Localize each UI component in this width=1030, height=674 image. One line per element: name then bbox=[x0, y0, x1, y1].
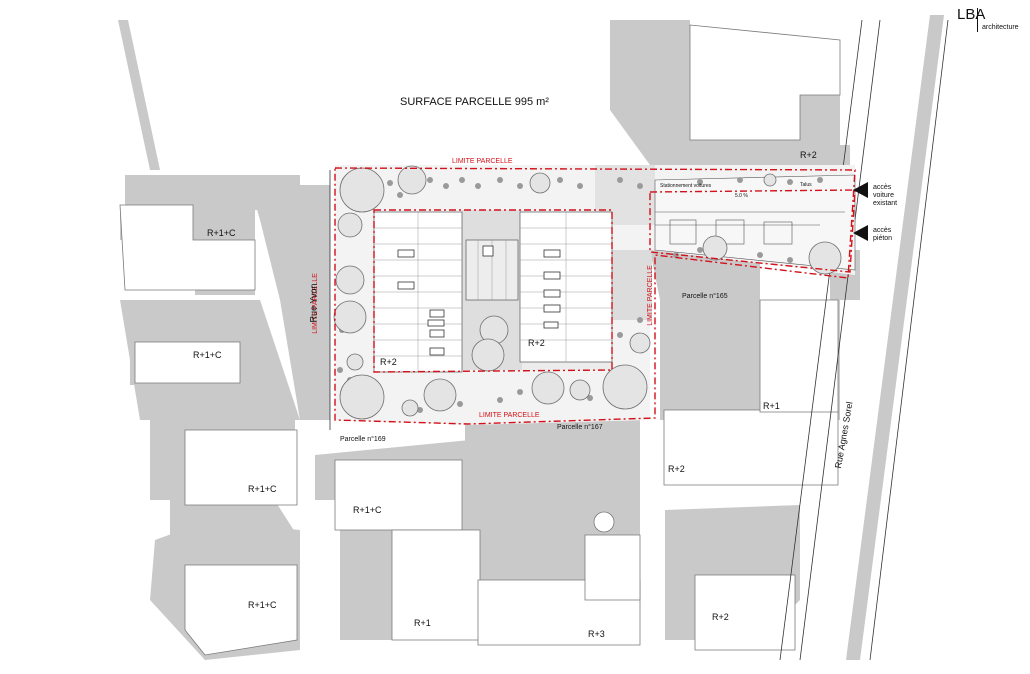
limit-label-bottom: LIMITE PARCELLE bbox=[479, 412, 540, 419]
height-south-east: R+2 bbox=[712, 612, 729, 622]
gradient-label: 5.0 % bbox=[735, 193, 748, 199]
parcel-limits bbox=[334, 167, 856, 425]
map-title: SURFACE PARCELLE 995 m² bbox=[400, 96, 549, 108]
limit-label-right: LIMITE PARCELLE bbox=[646, 265, 654, 326]
height-south-r3: R+3 bbox=[588, 629, 605, 639]
height-west-low: R+1+C bbox=[248, 484, 277, 494]
logo-divider bbox=[977, 8, 978, 32]
access-car-line-2: voiture bbox=[873, 192, 895, 199]
limit-label-top: LIMITE PARCELLE bbox=[452, 158, 513, 165]
height-west-bottom: R+1+C bbox=[248, 600, 277, 610]
access-pedestrian-line-1: accès bbox=[873, 227, 892, 234]
height-south-r1: R+1 bbox=[414, 618, 431, 628]
parking-label: Stationnement voitures bbox=[660, 183, 712, 189]
access-car-line-3: existant bbox=[873, 200, 898, 207]
height-site-left: R+2 bbox=[380, 357, 397, 367]
access-car-line-1: accès bbox=[873, 184, 892, 191]
height-south-east-mid: R+2 bbox=[668, 464, 685, 474]
height-south-centre-left: R+1+C bbox=[353, 505, 382, 515]
access-pedestrian-line-2: piéton bbox=[873, 235, 893, 242]
height-site-right: R+2 bbox=[528, 338, 545, 348]
trees bbox=[333, 165, 842, 420]
height-west-mid: R+1+C bbox=[193, 350, 222, 360]
street-label-west: Rue Yvon bbox=[308, 283, 319, 323]
logo-subtitle: architecture bbox=[982, 24, 1019, 31]
roof-strips bbox=[374, 212, 612, 372]
slope-label: Talus bbox=[800, 182, 812, 188]
hedge-shrubs bbox=[337, 177, 823, 413]
height-north-east: R+2 bbox=[800, 150, 817, 160]
building-footprints bbox=[119, 24, 841, 656]
parcel-label-167: Parcelle n°167 bbox=[557, 424, 603, 431]
parcel-label-169: Parcelle n°169 bbox=[340, 436, 386, 443]
height-west-top: R+1+C bbox=[207, 228, 236, 238]
logo-mark: LBA bbox=[957, 6, 986, 23]
street-lines bbox=[329, 19, 949, 661]
access-pedestrian-label: accès piéton bbox=[873, 227, 892, 243]
height-east: R+1 bbox=[763, 401, 780, 411]
parcel-label-165: Parcelle n°165 bbox=[682, 293, 728, 300]
skylights bbox=[397, 245, 561, 356]
access-markers bbox=[853, 182, 868, 241]
access-car-label: accès voiture existant bbox=[873, 184, 897, 208]
